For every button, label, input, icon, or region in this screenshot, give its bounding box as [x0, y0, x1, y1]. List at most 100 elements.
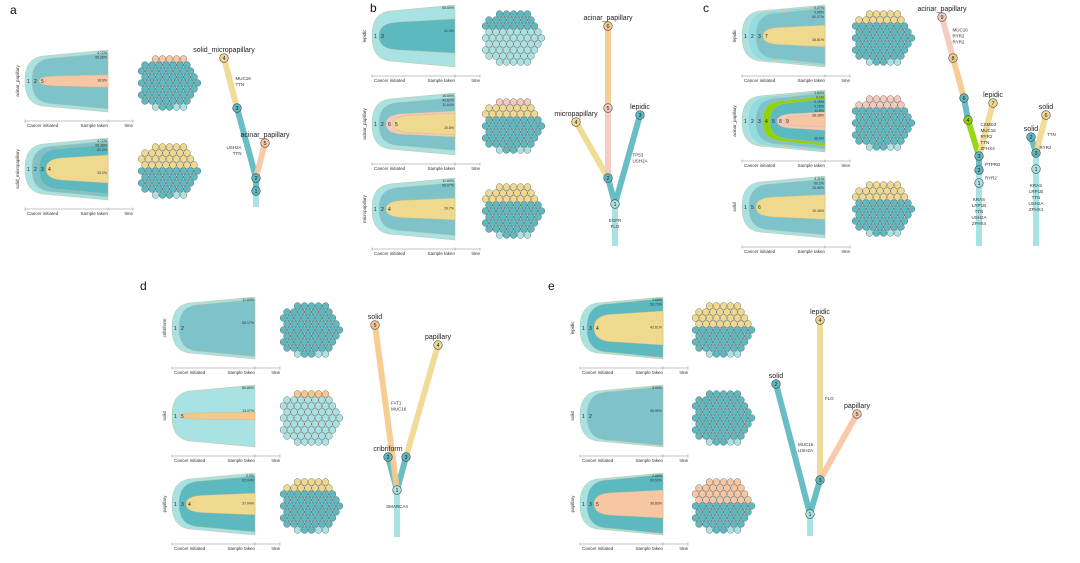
- tumor-cell: [872, 217, 881, 225]
- clone-percentage: 0.1%: [816, 96, 824, 100]
- tumor-cell: [321, 490, 330, 498]
- tumor-cell: [851, 193, 860, 201]
- tumor-cell: [893, 34, 902, 42]
- tumor-cell: [492, 140, 500, 148]
- clone-band: [392, 112, 456, 136]
- tumor-cell: [297, 508, 305, 516]
- tumor-cell: [321, 502, 330, 510]
- axis-label-start: Cancer initiated: [582, 546, 614, 551]
- tumor-cell: [869, 16, 877, 24]
- tumor-cell: [869, 211, 877, 219]
- tumor-cell: [705, 350, 714, 358]
- tumor-cell: [897, 52, 905, 60]
- tumor-cell: [151, 55, 160, 63]
- tumor-cell: [534, 128, 542, 136]
- tumor-cell: [865, 119, 874, 127]
- tumor-cell: [702, 332, 710, 340]
- tumor-cell: [719, 314, 728, 322]
- tumor-cell: [516, 58, 525, 66]
- tumor-cell: [719, 350, 728, 358]
- axis-label-start: Cancer initiated: [374, 78, 406, 83]
- tumor-cell: [705, 338, 714, 346]
- tumor-cell: [169, 185, 177, 193]
- tumor-cell: [509, 183, 518, 191]
- tumor-cell: [300, 350, 309, 358]
- tumor-cell: [876, 187, 884, 195]
- tumor-cell: [530, 34, 539, 42]
- tumor-cell: [872, 193, 881, 201]
- tumor-cell: [744, 496, 752, 504]
- clone-band: [593, 489, 664, 519]
- tumor-cell: [737, 520, 745, 528]
- tumor-cell: [712, 438, 721, 446]
- tumor-cell: [279, 502, 288, 510]
- tumor-cell: [283, 408, 291, 416]
- clone-percentage: 33.2%: [97, 171, 107, 175]
- tumor-cell: [523, 195, 532, 203]
- tumor-cell: [286, 338, 295, 346]
- tumor-cell: [527, 201, 535, 209]
- tumor-cell: [709, 396, 717, 404]
- clone-percentage: 41.4%: [444, 29, 454, 33]
- branch-mutations: RYR2: [1040, 145, 1052, 150]
- tumor-cell: [155, 97, 163, 105]
- tumor-cell: [314, 338, 323, 346]
- tumor-cell: [695, 484, 703, 492]
- tumor-cell: [869, 101, 877, 109]
- tumor-cell: [499, 213, 507, 221]
- tumor-cell: [904, 199, 912, 207]
- tumor-cell: [151, 191, 160, 199]
- tumor-cell: [137, 91, 146, 99]
- tumor-cell: [530, 22, 539, 30]
- cell-population: [481, 10, 546, 66]
- tumor-cell: [502, 98, 511, 106]
- tumor-cell: [155, 173, 163, 181]
- clone-sample-label: solid_micropapillary: [193, 47, 255, 54]
- tumor-cell: [851, 34, 860, 42]
- tumor-cell: [290, 496, 298, 504]
- tumor-cell: [311, 332, 319, 340]
- tumor-cell: [513, 189, 521, 197]
- tumor-cell: [869, 223, 877, 231]
- tumor-cell: [730, 332, 738, 340]
- tumor-cell: [325, 320, 333, 328]
- tumor-cell: [516, 22, 525, 30]
- clone-node-id: 4: [966, 118, 969, 124]
- tumor-cell: [158, 167, 167, 175]
- tumor-cell: [712, 402, 721, 410]
- tumor-cell: [695, 332, 703, 340]
- tumor-cell: [318, 496, 326, 504]
- tumor-cell: [311, 320, 319, 328]
- tumor-cell: [723, 432, 731, 440]
- tumor-cell: [311, 396, 319, 404]
- tumor-cell: [179, 91, 188, 99]
- tumor-cell: [314, 402, 323, 410]
- tumor-cell: [304, 496, 312, 504]
- clone-percentage: 88.17%: [242, 321, 254, 325]
- tumor-cell: [869, 40, 877, 48]
- tumor-cell: [290, 396, 298, 404]
- tumor-cell: [144, 79, 153, 87]
- tumor-cell: [712, 314, 721, 322]
- tumor-cell: [527, 128, 535, 136]
- axis-label-start: Cancer initiated: [582, 458, 614, 463]
- clone-percentage: 4.11%: [814, 177, 824, 181]
- tumor-cell: [890, 40, 898, 48]
- tumor-cell: [481, 122, 490, 130]
- tumor-cell: [516, 183, 525, 191]
- tumor-cell: [286, 414, 295, 422]
- tumor-cell: [141, 185, 149, 193]
- tumor-cell: [883, 52, 891, 60]
- clone-id: 4: [188, 502, 191, 508]
- clone-band: [593, 310, 664, 346]
- tumor-cell: [744, 332, 752, 340]
- tumor-cell: [516, 146, 525, 154]
- clone-percentage: 38.6%: [814, 137, 824, 141]
- tumor-cell: [712, 514, 721, 522]
- tumor-cell: [855, 199, 863, 207]
- clone-id: 5: [772, 119, 775, 125]
- tumor-cell: [747, 326, 756, 334]
- clone-id: 1: [582, 326, 585, 332]
- clone-node-id: 3: [1034, 151, 1037, 157]
